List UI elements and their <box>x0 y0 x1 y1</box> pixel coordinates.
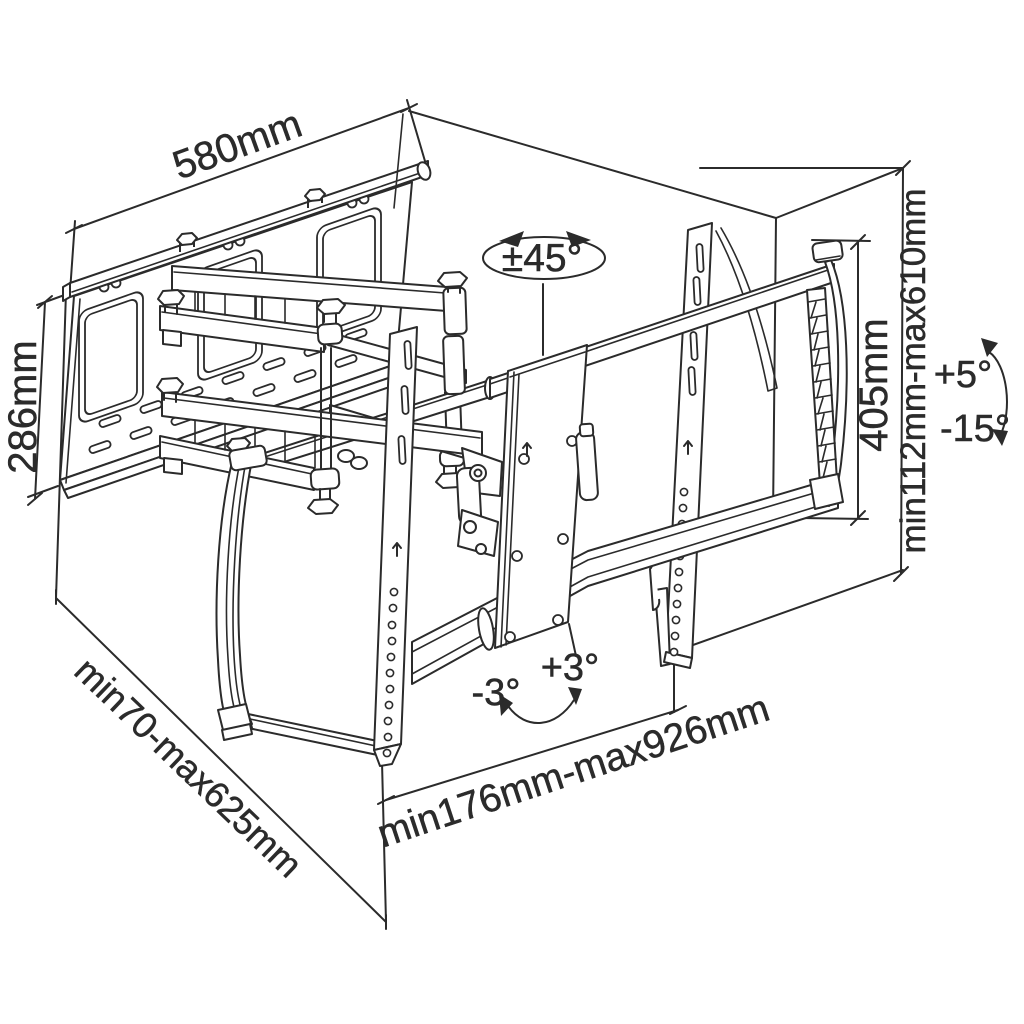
svg-text:-15°: -15° <box>940 408 1010 450</box>
svg-text:+5°: +5° <box>934 354 993 396</box>
svg-text:286mm: 286mm <box>1 340 45 473</box>
svg-text:+3°: +3° <box>541 647 600 689</box>
svg-text:405mm: 405mm <box>852 318 896 451</box>
svg-text:min112mm-max610mm: min112mm-max610mm <box>894 189 933 554</box>
svg-text:-3°: -3° <box>472 672 521 714</box>
svg-text:±45°: ±45° <box>502 237 582 280</box>
